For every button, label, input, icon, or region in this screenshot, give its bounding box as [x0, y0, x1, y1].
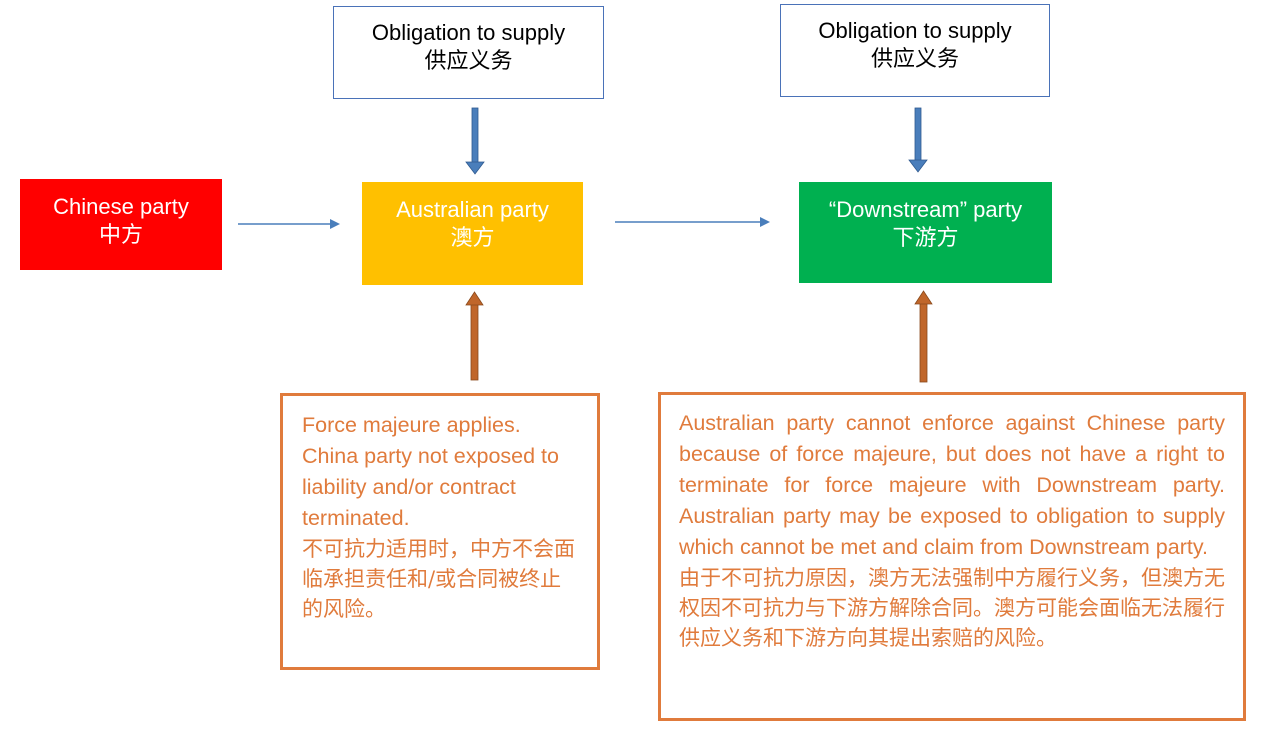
note-right-en: Australian party cannot enforce against … [679, 411, 1225, 559]
australian-party-box: Australian party 澳方 [362, 182, 583, 285]
note-box-right: Australian party cannot enforce against … [658, 392, 1246, 721]
note-left-en: Force majeure applies. China party not e… [302, 413, 559, 530]
australian-party-en: Australian party [396, 197, 549, 222]
arrow-note-left-up [465, 291, 484, 381]
obligation-box-left: Obligation to supply 供应义务 [333, 6, 604, 99]
note-box-left: Force majeure applies. China party not e… [280, 393, 600, 670]
downstream-party-cn: 下游方 [892, 225, 959, 250]
chinese-party-cn: 中方 [98, 222, 143, 247]
obligation-right-cn: 供应义务 [870, 46, 959, 71]
arrow-note-right-up [914, 290, 933, 383]
chinese-party-box: Chinese party 中方 [20, 179, 222, 270]
downstream-party-en: “Downstream” party [828, 197, 1023, 222]
obligation-left-en: Obligation to supply [371, 20, 566, 45]
note-right-cn: 由于不可抗力原因，澳方无法强制中方履行义务，但澳方无权因不可抗力与下游方解除合同… [679, 566, 1225, 650]
obligation-box-right: Obligation to supply 供应义务 [780, 4, 1050, 97]
note-left-cn: 不可抗力适用时，中方不会面临承担责任和/或合同被终止的风险。 [302, 537, 575, 621]
obligation-right-en: Obligation to supply [818, 18, 1012, 43]
chinese-party-en: Chinese party [53, 194, 189, 219]
obligation-left-cn: 供应义务 [424, 48, 513, 73]
australian-party-cn: 澳方 [450, 225, 495, 250]
arrow-oblig-right-down [908, 107, 928, 173]
arrow-oblig-left-down [465, 107, 485, 175]
downstream-party-box: “Downstream” party 下游方 [799, 182, 1052, 283]
